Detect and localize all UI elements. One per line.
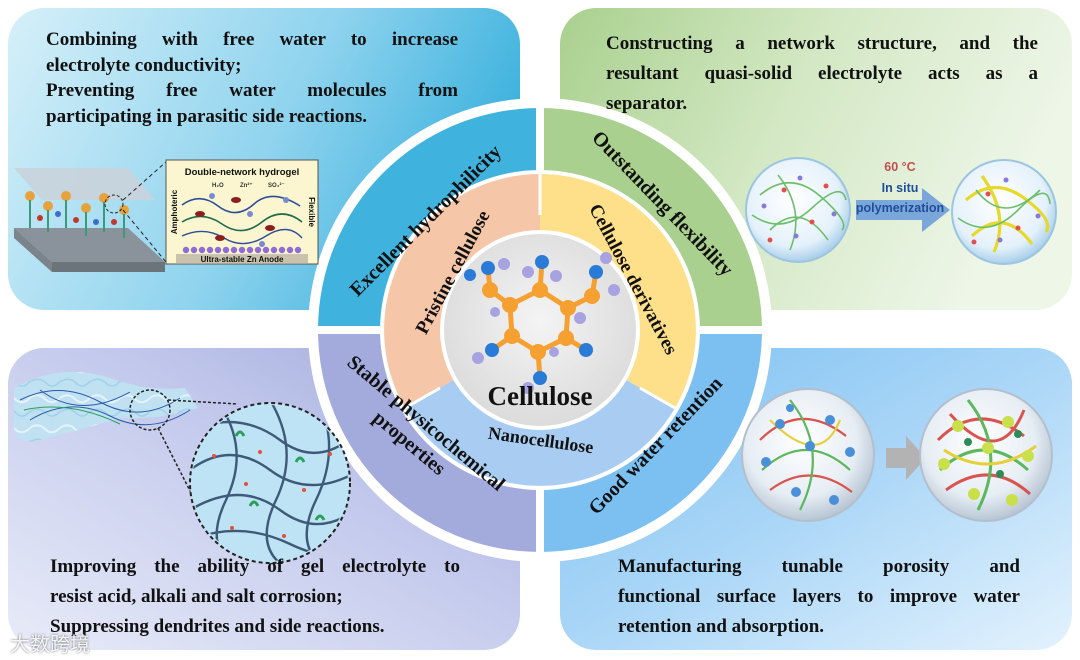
inset-species-water: H₂O: [212, 183, 224, 189]
top-right-line-2: resultant quasi-solid electrolyte acts a…: [606, 63, 1038, 84]
bottom-right-line-1: Manufacturing tunable porosity and: [618, 556, 1020, 577]
arrow-label-line1: In situ: [882, 181, 919, 195]
gel-film-illustration: [14, 371, 351, 564]
polymerization-illustration: 60 °C In situ polymerization: [745, 157, 1057, 265]
zn-anode-stack-illustration: [14, 161, 167, 272]
top-right-line-3: separator.: [606, 93, 688, 114]
top-left-text: Combining with free water to increase el…: [46, 27, 458, 129]
bottom-left-line-1: Improving the ability of gel electrolyte…: [50, 556, 460, 577]
arrow-label-line2: polymerization: [856, 201, 944, 215]
top-left-line-1: Combining with free water to increase: [46, 29, 458, 50]
arrow-temperature: 60 °C: [884, 160, 915, 174]
top-left-line-3: Preventing free water molecules from: [46, 80, 458, 101]
bottom-left-line-3: Suppressing dendrites and side reactions…: [50, 616, 385, 637]
bottom-right-text: Manufacturing tunable porosity and funct…: [618, 552, 1020, 642]
inset-left-label: Amphoteric: [170, 189, 179, 234]
bottom-left-text: Improving the ability of gel electrolyte…: [50, 552, 460, 642]
inset-species-sulfate: SO₄²⁻: [268, 182, 285, 189]
top-right-line-1: Constructing a network structure, and th…: [606, 33, 1038, 54]
hydrogel-inset: Double-network hydrogel H₂O Zn²⁺ SO₄²⁻ U…: [165, 159, 319, 265]
inset-right-label: Flexible: [307, 197, 316, 227]
top-right-text: Constructing a network structure, and th…: [606, 29, 1038, 119]
inset-species-zinc: Zn²⁺: [240, 182, 253, 189]
porous-spheres-illustration: [741, 388, 1053, 522]
top-left-line-4: participating in parasitic side reaction…: [46, 105, 368, 127]
bottom-left-line-2: resist acid, alkali and salt corrosion;: [50, 586, 343, 607]
bottom-right-line-3: retention and absorption.: [618, 616, 825, 637]
top-left-line-2: electrolyte conductivity;: [46, 54, 242, 76]
inset-title: Double-network hydrogel: [185, 167, 300, 178]
inset-bottom-label: Ultra-stable Zn Anode: [201, 255, 284, 264]
cellulose-atoms: [464, 252, 620, 394]
center-label: Cellulose: [488, 381, 593, 411]
bottom-right-line-2: functional surface layers to improve wat…: [618, 586, 1020, 607]
watermark: 大数跨境: [10, 632, 90, 656]
